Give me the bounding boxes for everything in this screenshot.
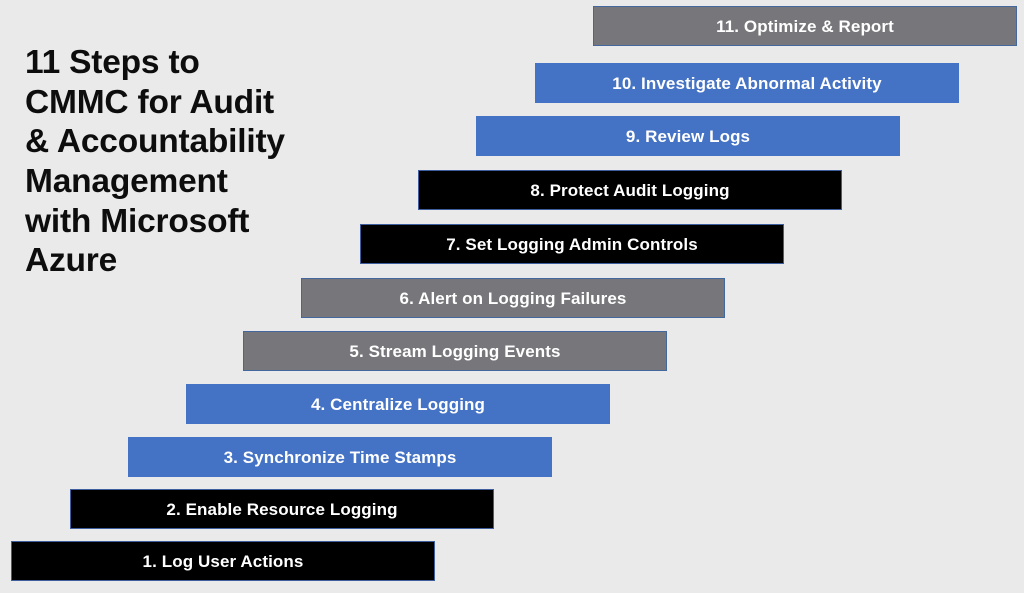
step-label-3: 3. Synchronize Time Stamps: [223, 447, 457, 467]
step-bar-2[interactable]: 2. Enable Resource Logging: [70, 489, 494, 529]
step-label-1: 1. Log User Actions: [142, 551, 304, 571]
step-label-9: 9. Review Logs: [625, 126, 751, 146]
step-bar-8[interactable]: 8. Protect Audit Logging: [418, 170, 842, 210]
step-label-4: 4. Centralize Logging: [310, 394, 485, 414]
step-label-8: 8. Protect Audit Logging: [530, 180, 730, 200]
step-bar-3[interactable]: 3. Synchronize Time Stamps: [128, 437, 552, 477]
step-label-7: 7. Set Logging Admin Controls: [446, 234, 698, 254]
step-bar-11[interactable]: 11. Optimize & Report: [593, 6, 1017, 46]
step-label-6: 6. Alert on Logging Failures: [399, 288, 627, 308]
step-bar-7[interactable]: 7. Set Logging Admin Controls: [360, 224, 784, 264]
step-label-10: 10. Investigate Abnormal Activity: [612, 73, 882, 93]
step-bar-5[interactable]: 5. Stream Logging Events: [243, 331, 667, 371]
step-bar-4[interactable]: 4. Centralize Logging: [186, 384, 610, 424]
step-bar-9[interactable]: 9. Review Logs: [476, 116, 900, 156]
step-bar-10[interactable]: 10. Investigate Abnormal Activity: [535, 63, 959, 103]
step-bar-1[interactable]: 1. Log User Actions: [11, 541, 435, 581]
step-label-5: 5. Stream Logging Events: [349, 341, 561, 361]
step-bar-6[interactable]: 6. Alert on Logging Failures: [301, 278, 725, 318]
page-title: 11 Steps to CMMC for Audit & Accountabil…: [25, 44, 285, 280]
step-label-2: 2. Enable Resource Logging: [166, 499, 398, 519]
step-label-11: 11. Optimize & Report: [716, 16, 894, 36]
